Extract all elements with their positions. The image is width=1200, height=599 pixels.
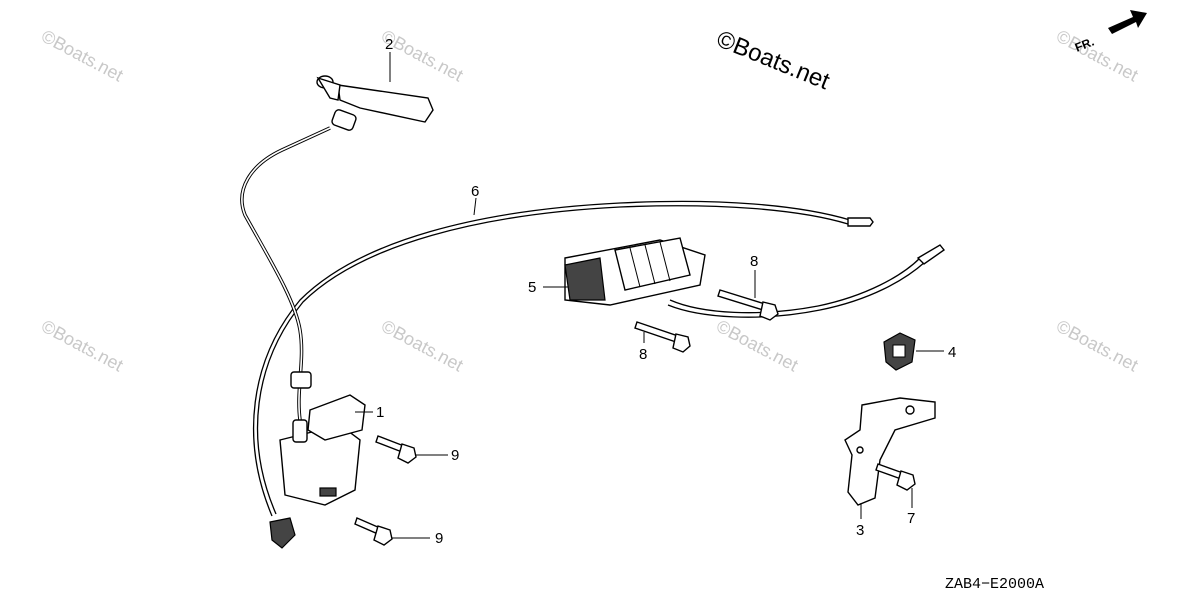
part-9-bolt — [354, 517, 393, 546]
part-3-bracket — [844, 397, 936, 506]
front-label: FR. — [1073, 35, 1096, 55]
part-7-bolt — [875, 463, 916, 491]
part-4-grommet — [883, 332, 916, 371]
part-8-bolt — [634, 321, 691, 353]
watermark-text: ©Boats.net — [38, 26, 126, 86]
callout-9-lower: 9 — [435, 530, 443, 547]
watermark-layer: ©Boats.net ©Boats.net ©Boats.net ©Boats.… — [38, 26, 1141, 376]
callout-labels: 2 6 1 5 8 8 4 9 9 3 7 — [376, 36, 956, 547]
diagram-code: ZAB4−E2000A — [945, 576, 1044, 593]
watermark-text: ©Boats.net — [1053, 26, 1141, 86]
watermark-main: ©Boats.net — [713, 26, 834, 96]
part-6-wire — [252, 200, 874, 517]
callout-8-upper: 8 — [750, 253, 758, 270]
watermark-text: ©Boats.net — [713, 316, 801, 376]
callout-3: 3 — [856, 522, 864, 539]
part-9-bolt — [375, 435, 417, 464]
part-8-bolt — [717, 289, 779, 321]
part-2-spark-plug-cap — [316, 75, 434, 131]
watermark-text: ©Boats.net — [38, 316, 126, 376]
watermark-text: ©Boats.net — [378, 316, 466, 376]
front-arrow-icon — [1108, 10, 1147, 34]
callout-2: 2 — [385, 36, 393, 53]
callout-9-upper: 9 — [451, 447, 459, 464]
callout-6: 6 — [471, 183, 479, 200]
callout-7: 7 — [907, 510, 915, 527]
watermark-text: ©Boats.net — [1053, 316, 1141, 376]
part-5-exciter-coil — [564, 237, 946, 318]
leader-lines — [355, 52, 944, 539]
callout-8-lower: 8 — [639, 346, 647, 363]
callout-4: 4 — [948, 344, 956, 361]
watermark-text: ©Boats.net — [378, 26, 466, 86]
part-1-ignition-coil — [240, 126, 366, 549]
callout-5: 5 — [528, 279, 536, 296]
front-direction-indicator: FR. — [1073, 10, 1147, 55]
callout-1: 1 — [376, 404, 384, 421]
